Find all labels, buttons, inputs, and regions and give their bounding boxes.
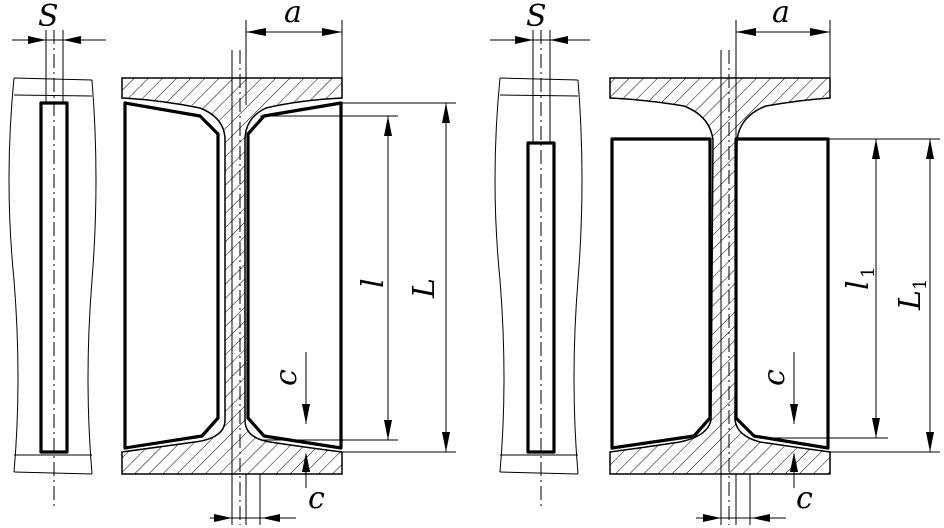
left-label-c-bottom: c: [308, 481, 325, 516]
right-L1-dimension: [926, 139, 934, 452]
right-label-l1: l: [841, 280, 876, 290]
right-s-dimension: [490, 30, 590, 143]
right-label-c-vertical: c: [757, 369, 792, 386]
left-view: S a l: [8, 0, 456, 525]
left-beam-side-profile: [8, 77, 97, 475]
left-c-vertical-dimension: [302, 352, 310, 488]
right-a-dimension: [735, 20, 831, 139]
left-a-dimension: [245, 20, 343, 105]
right-label-L1: L: [893, 290, 928, 311]
left-label-s: S: [38, 0, 59, 34]
right-c-vertical-dimension: [790, 352, 798, 488]
left-label-L: L: [407, 278, 442, 299]
right-stiffener-plate-right: [734, 137, 830, 450]
right-label-s: S: [526, 0, 547, 34]
right-label-c-bottom: c: [796, 481, 813, 516]
left-label-l: l: [356, 278, 391, 288]
left-stiffener-plate-left: [123, 101, 220, 450]
right-l1-dimension: [872, 139, 880, 438]
left-l-dimension: [384, 116, 392, 440]
right-label-l1-subscript: 1: [858, 267, 879, 278]
left-label-a: a: [284, 0, 302, 30]
right-label-L1-subscript: 1: [910, 279, 931, 290]
left-c-bottom-dimension: [210, 474, 296, 525]
right-c-bottom-dimension: [696, 474, 786, 525]
right-beam-side-profile: [494, 77, 583, 475]
left-s-dimension: [12, 30, 106, 103]
right-beam-section: [609, 77, 831, 475]
right-view: S a l 1 L 1: [490, 0, 940, 525]
right-label-a: a: [772, 0, 790, 30]
left-stiffener-plate-right: [246, 101, 343, 450]
left-label-c-vertical: c: [269, 369, 304, 386]
right-stiffener-plate-left: [610, 137, 712, 450]
left-L-dimension: [442, 103, 450, 452]
